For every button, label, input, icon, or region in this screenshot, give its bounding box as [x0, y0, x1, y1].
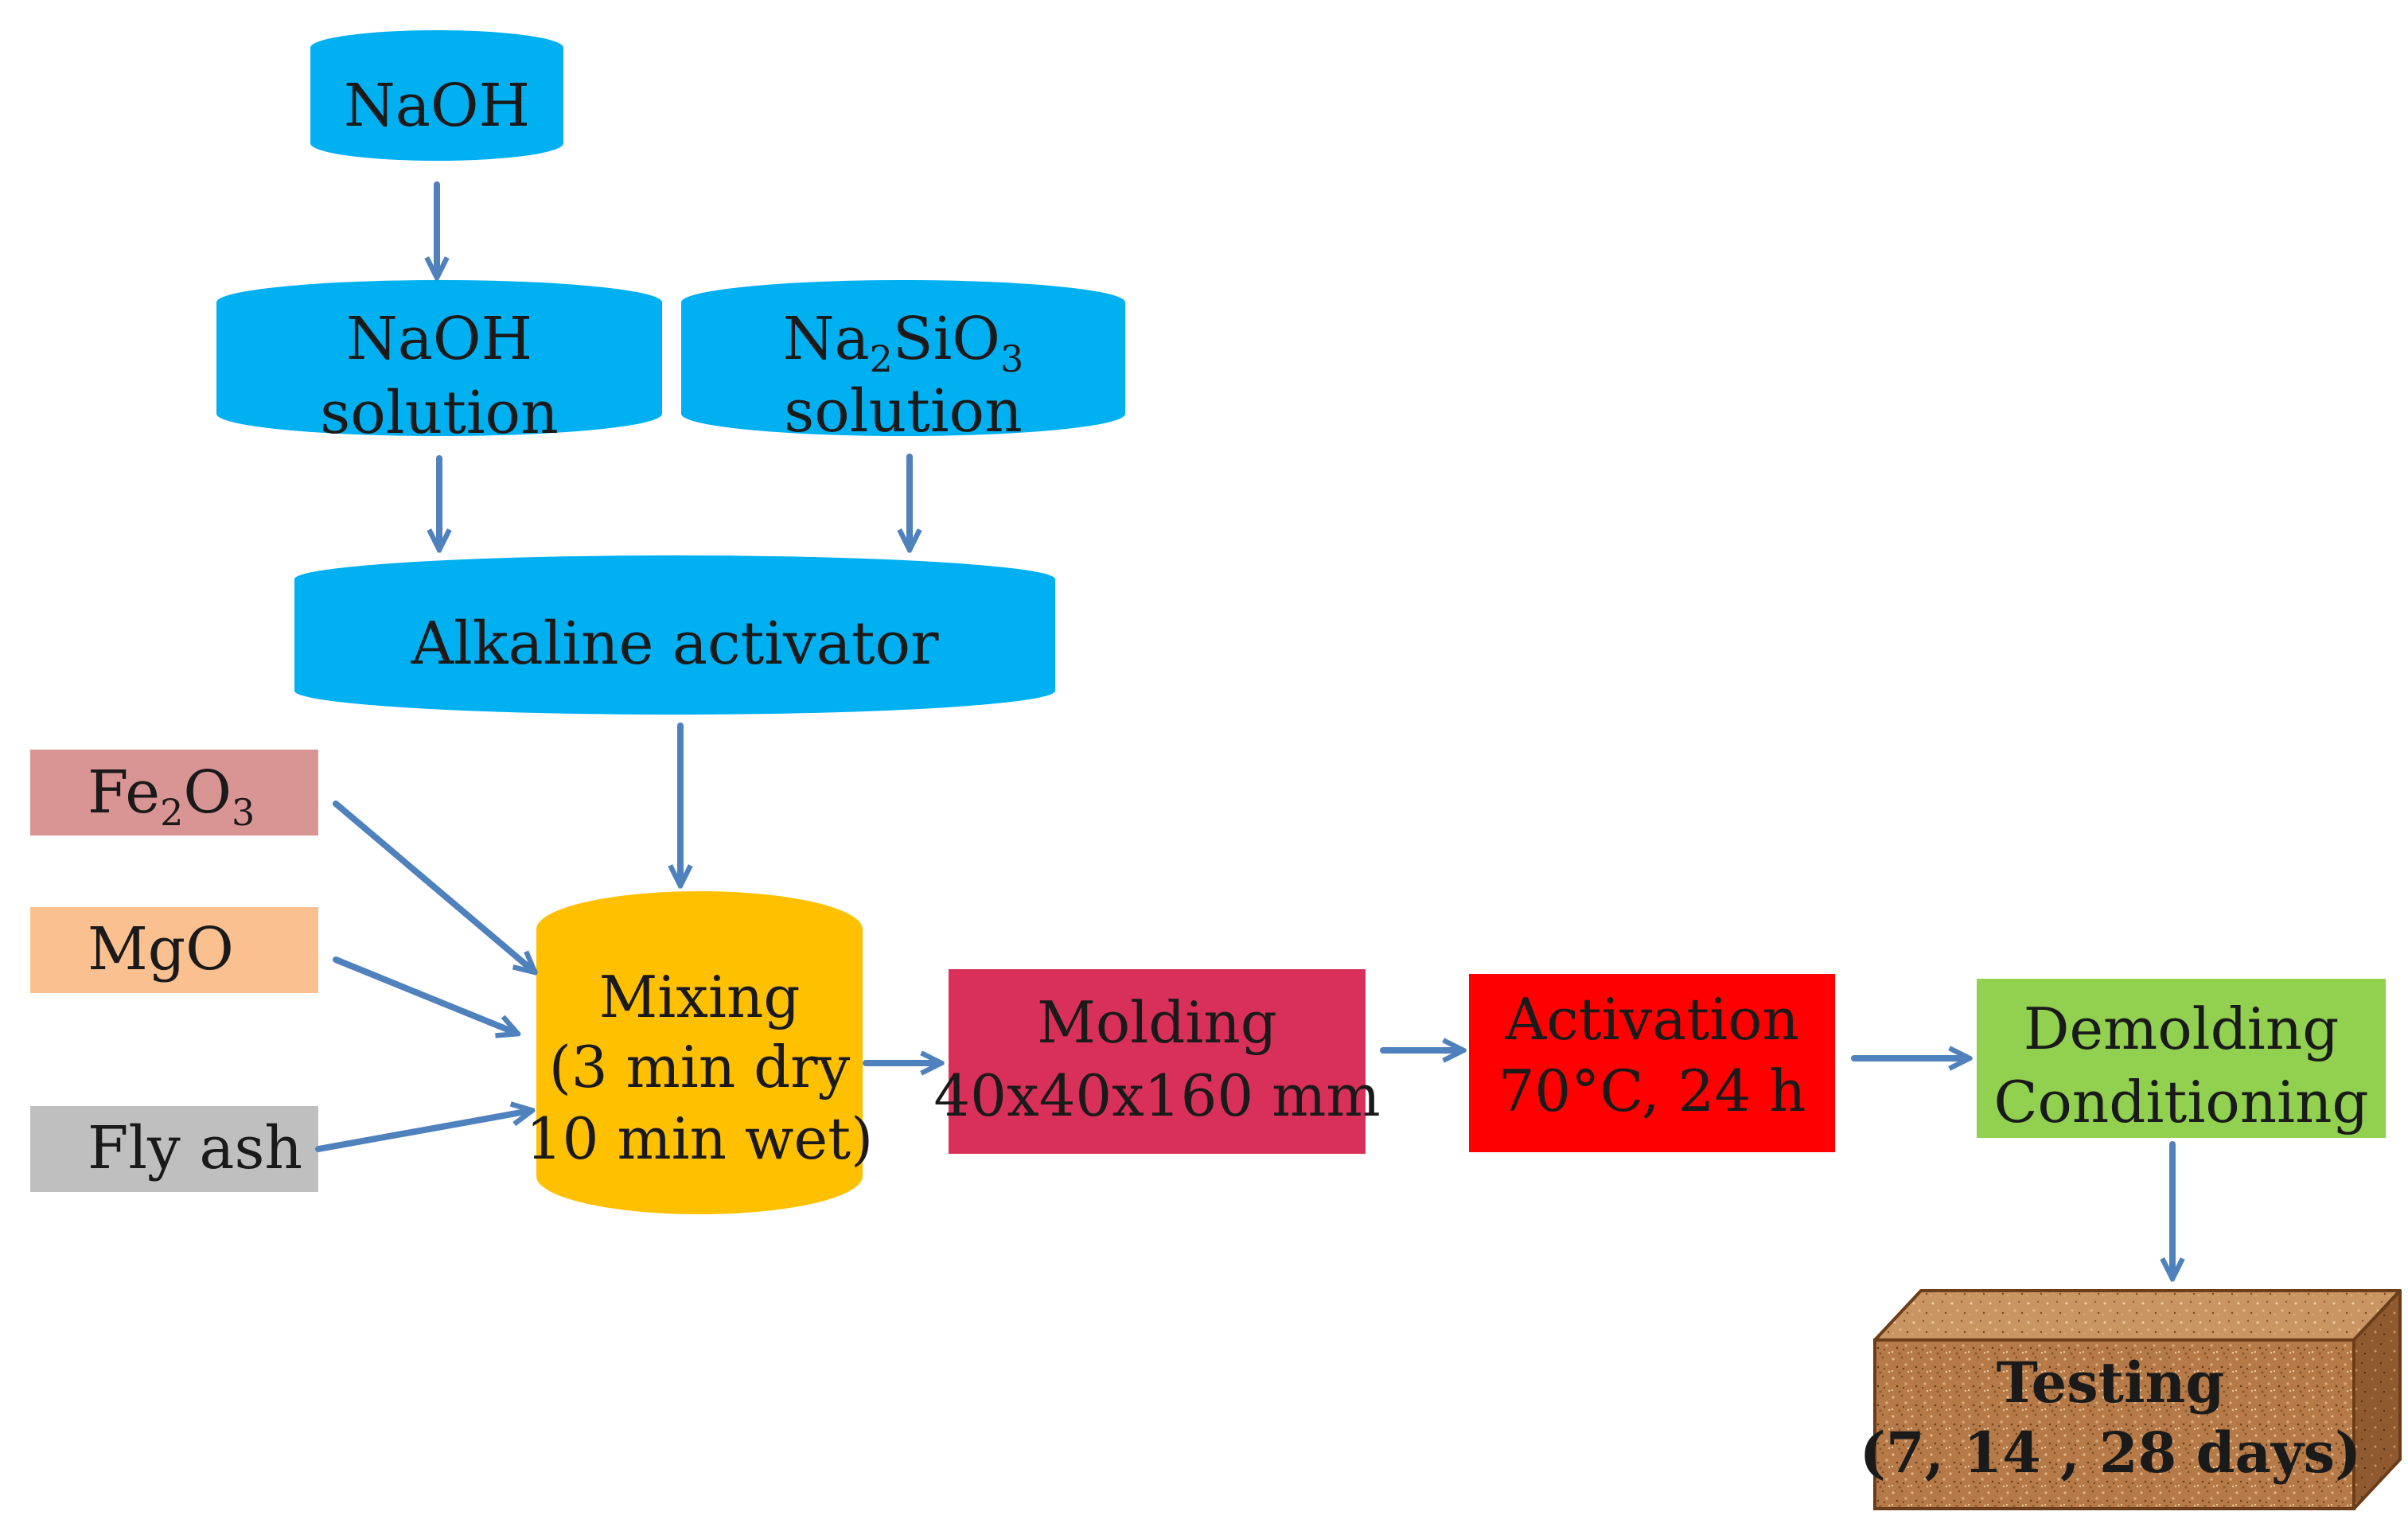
mixing-cylinder-body [536, 929, 863, 1176]
fe2o3-node: Fe2O3 [30, 750, 318, 836]
testing-brick-front-face [1873, 1338, 2355, 1510]
na2sio3-solution-label-line1: Na2SiO3 [783, 305, 1023, 380]
demolding-label-line1: Demolding [2024, 995, 2340, 1062]
na2sio3-solution-cylinder-bottom [681, 391, 1125, 436]
na2sio3-solution-label-line2: solution [784, 377, 1022, 446]
naoh-solution-label-line2: solution [320, 379, 558, 447]
arrow-fe2o3-to-mixing [333, 801, 533, 971]
alkaline-activator-cylinder-bottom [294, 667, 1055, 715]
mixing-label-line2: (3 min dry [549, 1034, 851, 1100]
na2sio3-solution-node: Na2SiO3 solution [681, 280, 1125, 446]
arrow-fly-ash-to-mixing [315, 1111, 530, 1152]
alkaline-activator-label: Alkaline activator [411, 610, 940, 678]
demolding-conditioning-box [1977, 979, 2386, 1138]
mixing-cylinder-bottom [536, 1138, 863, 1214]
naoh-label: NaOH [344, 72, 530, 140]
testing-node: Testing (7, 14 , 28 days) [1860, 1289, 2402, 1510]
alkaline-activator-cylinder-top [294, 555, 1055, 603]
molding-label-line1: Molding [1037, 989, 1277, 1056]
mgo-label: MgO [88, 915, 234, 984]
arrows [315, 181, 2172, 1276]
activation-box [1469, 974, 1835, 1152]
demolding-label-line2: Conditioning [1993, 1069, 2368, 1136]
naoh-node: NaOH [310, 30, 563, 161]
molding-box [949, 969, 1366, 1154]
fly-ash-label: Fly ash [88, 1114, 302, 1182]
molding-node: Molding 40x40x160 mm [933, 969, 1381, 1154]
naoh-solution-cylinder-bottom [216, 391, 662, 436]
naoh-solution-node: NaOH solution [216, 280, 662, 447]
testing-label-line2: (7, 14 , 28 days) [1860, 1420, 2361, 1486]
mixing-node: Mixing (3 min dry 10 min wet) [526, 891, 873, 1214]
testing-brick-top-face [1873, 1289, 2402, 1342]
demolding-conditioning-node: Demolding Conditioning [1977, 979, 2386, 1138]
activation-label-line1: Activation [1504, 986, 1799, 1053]
fly-ash-box [30, 1106, 318, 1192]
mixing-label-line1: Mixing [599, 964, 801, 1030]
mixing-cylinder-top [536, 891, 863, 968]
na2sio3-solution-cylinder-top [681, 280, 1125, 325]
naoh-cylinder-top [310, 30, 563, 65]
mgo-node: MgO [30, 907, 318, 993]
naoh-cylinder-bottom [310, 126, 563, 161]
naoh-solution-cylinder-top [216, 280, 662, 325]
activation-node: Activation 70°C, 24 h [1469, 974, 1835, 1152]
fly-ash-node: Fly ash [30, 1106, 318, 1192]
naoh-solution-label-line1: NaOH [346, 305, 532, 373]
mixing-label-line3: 10 min wet) [526, 1105, 873, 1172]
mgo-box [30, 907, 318, 993]
testing-label-line1: Testing [1997, 1350, 2225, 1416]
molding-label-line2: 40x40x160 mm [933, 1062, 1380, 1129]
alkaline-activator-node: Alkaline activator [294, 555, 1055, 715]
fe2o3-label: Fe2O3 [88, 758, 255, 834]
fe2o3-box [30, 750, 318, 836]
arrow-mgo-to-mixing [333, 956, 516, 1033]
activation-label-line2: 70°C, 24 h [1498, 1058, 1806, 1124]
